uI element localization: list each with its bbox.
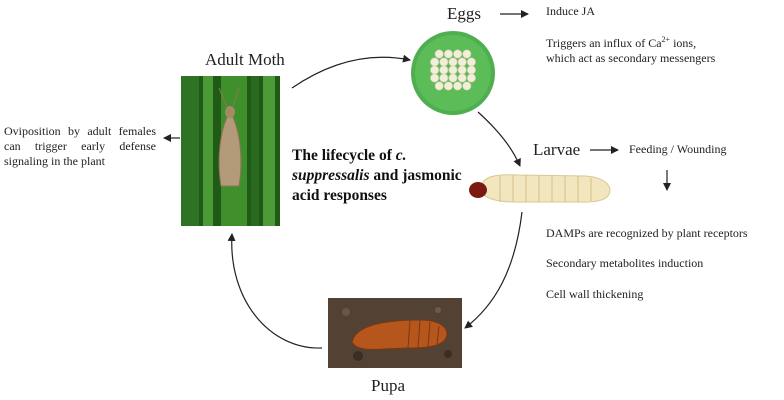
calcium-sup: 2+ bbox=[661, 35, 671, 44]
egg bbox=[466, 65, 476, 75]
egg bbox=[453, 81, 463, 91]
arrow-adult-to-eggs-icon bbox=[291, 54, 411, 89]
calcium-text-end: ions, bbox=[670, 36, 697, 50]
pupa-photo bbox=[328, 298, 462, 368]
egg bbox=[439, 57, 449, 67]
egg bbox=[457, 65, 467, 75]
title-part1: The lifecycle of bbox=[292, 147, 396, 164]
egg bbox=[430, 57, 440, 67]
egg bbox=[462, 81, 472, 91]
egg bbox=[439, 65, 449, 75]
eggs-label: Eggs bbox=[447, 4, 481, 23]
larvae-label: Larvae bbox=[533, 140, 581, 159]
egg bbox=[439, 73, 449, 83]
title-part2: c. bbox=[395, 147, 407, 164]
egg bbox=[448, 65, 458, 75]
feeding-note: Feeding / Wounding bbox=[629, 142, 727, 156]
egg bbox=[453, 49, 463, 59]
egg bbox=[466, 73, 476, 83]
egg bbox=[434, 81, 444, 91]
arrow-pupa-to-adult-icon bbox=[227, 233, 323, 349]
calcium-note: Triggers an influx of Ca2+ ions, which a… bbox=[546, 32, 715, 66]
metabolites-note: Secondary metabolites induction bbox=[546, 256, 704, 270]
arrow-eggs-to-larvae-icon bbox=[477, 111, 521, 167]
diagram-title: The lifecycle of c. suppressalis and jas… bbox=[292, 146, 462, 206]
adult-moth-label: Adult Moth bbox=[205, 50, 285, 69]
damps-note: DAMPs are recognized by plant receptors bbox=[546, 226, 748, 240]
calcium-text: Triggers an influx of Ca bbox=[546, 36, 662, 50]
adult-moth-photo bbox=[181, 76, 280, 226]
title-part5: acid responses bbox=[292, 187, 387, 204]
egg bbox=[457, 73, 467, 83]
egg bbox=[443, 49, 453, 59]
pupa-label: Pupa bbox=[371, 376, 405, 395]
egg bbox=[430, 65, 440, 75]
egg bbox=[430, 73, 440, 83]
egg bbox=[443, 81, 453, 91]
induce-ja-note: Induce JA bbox=[546, 4, 595, 18]
egg bbox=[434, 49, 444, 59]
larva-photo bbox=[469, 174, 611, 203]
eggs-photo bbox=[411, 31, 495, 115]
egg bbox=[448, 57, 458, 67]
egg bbox=[448, 73, 458, 83]
title-part3: suppressalis bbox=[292, 167, 370, 184]
arrow-larvae-to-pupa-icon bbox=[464, 211, 523, 329]
egg bbox=[466, 57, 476, 67]
calcium-line2: which act as secondary messengers bbox=[546, 51, 716, 65]
cellwall-note: Cell wall thickening bbox=[546, 287, 644, 301]
egg bbox=[462, 49, 472, 59]
oviposition-note: Oviposition by adult females can trigger… bbox=[4, 124, 156, 168]
title-part4: and jasmonic bbox=[369, 167, 462, 184]
egg bbox=[457, 57, 467, 67]
